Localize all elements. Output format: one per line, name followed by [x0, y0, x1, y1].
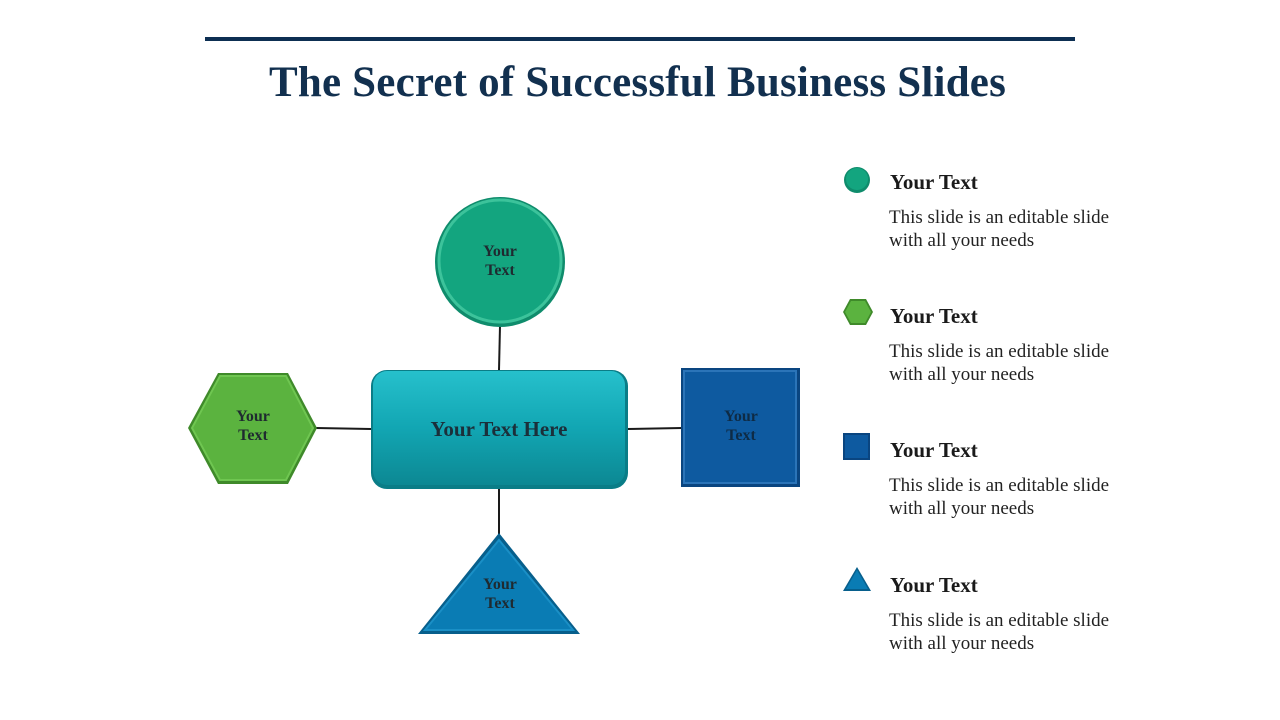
- connector-left: [315, 427, 372, 430]
- triangle-node: [418, 533, 580, 634]
- hexagon-node: [188, 373, 317, 484]
- legend-heading: Your Text: [890, 438, 978, 462]
- legend-heading: Your Text: [890, 304, 978, 328]
- legend-description: This slide is an editable slide with all…: [889, 207, 1110, 251]
- triangle-icon: [843, 567, 871, 591]
- center-node: [371, 370, 628, 489]
- circle-node: [435, 197, 565, 327]
- legend-description: This slide is an editable slide with all…: [889, 475, 1110, 519]
- legend-heading: Your Text: [890, 573, 978, 597]
- square-node: [681, 368, 800, 487]
- square-icon: [843, 433, 870, 460]
- slide-title: The Secret of Successful Business Slides: [268, 59, 1007, 106]
- connector-right: [626, 427, 683, 430]
- circle-icon: [844, 167, 870, 193]
- connector-top: [498, 325, 501, 371]
- legend-description: This slide is an editable slide with all…: [889, 341, 1110, 385]
- title-rule: [205, 37, 1075, 41]
- legend-heading: Your Text: [890, 170, 978, 194]
- hexagon-icon: [843, 299, 873, 325]
- center-node-label: Your Text Here: [430, 416, 568, 441]
- legend-description: This slide is an editable slide with all…: [889, 610, 1110, 654]
